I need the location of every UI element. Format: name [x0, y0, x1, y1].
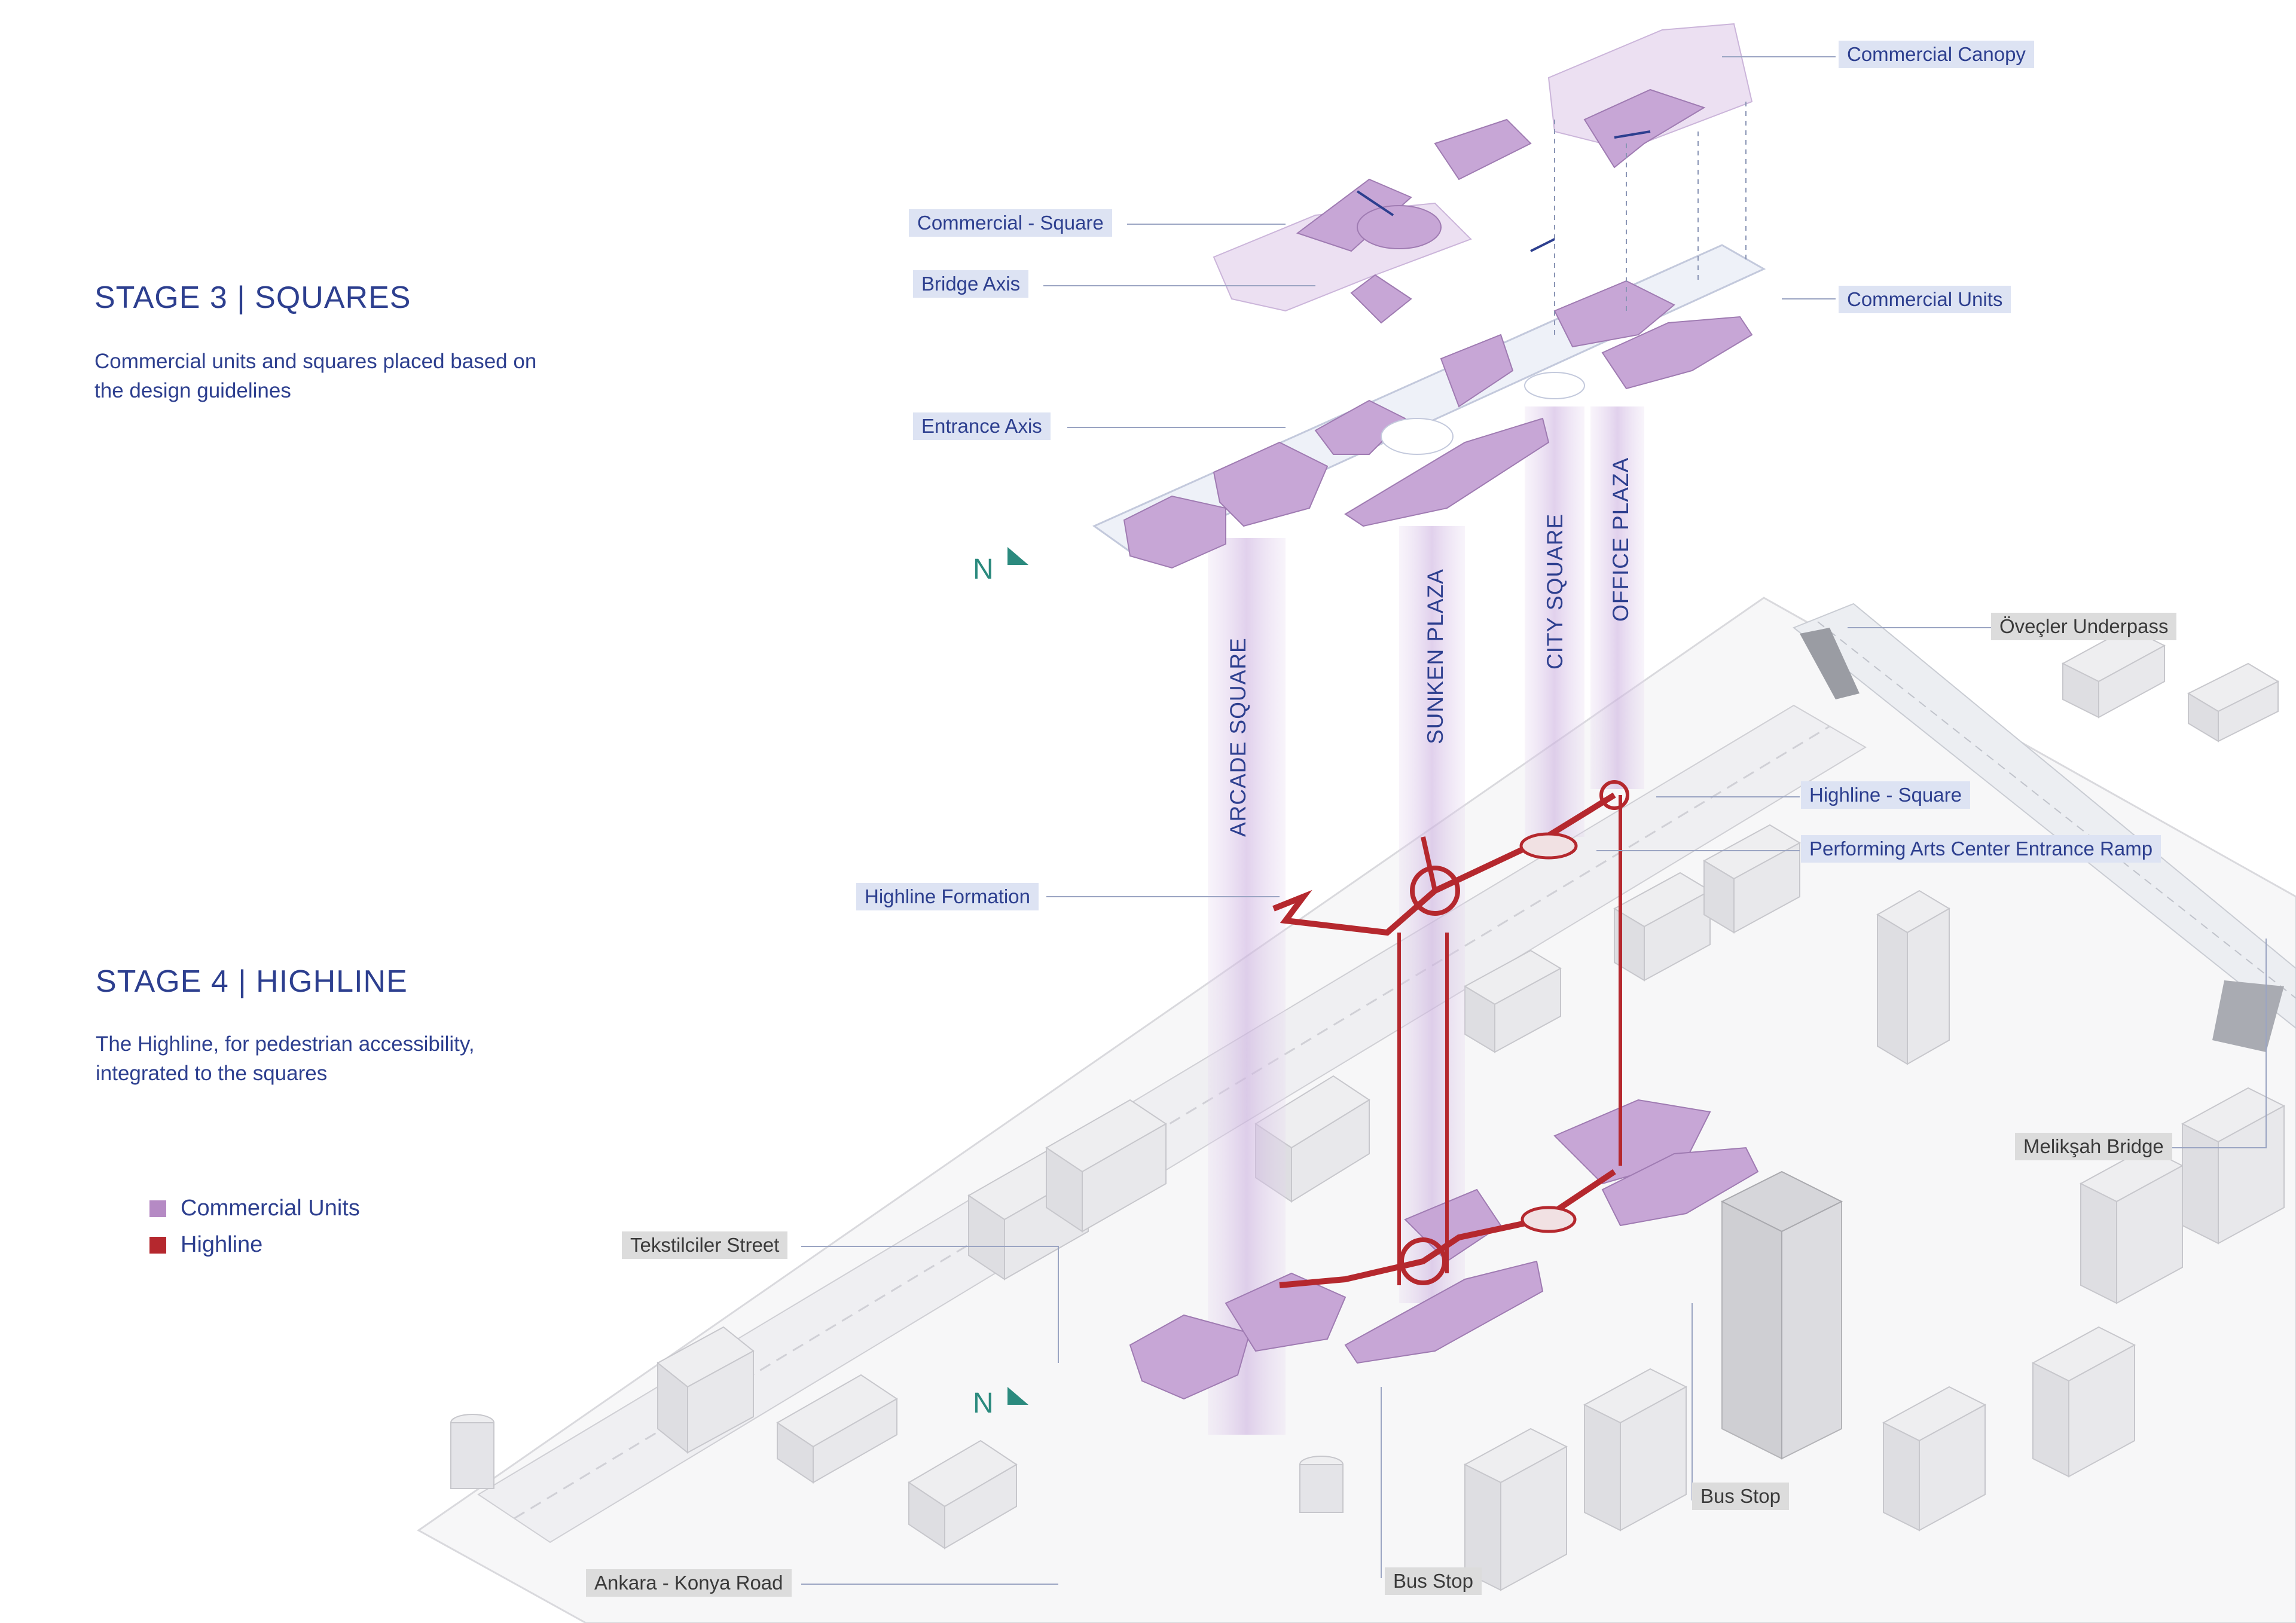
callout-performing-arts: Performing Arts Center Entrance Ramp [1801, 835, 2161, 863]
callout-highline-square: Highline - Square [1801, 781, 1970, 809]
glass-tower [1720, 1170, 1843, 1460]
callout-ankara-konya-road: Ankara - Konya Road [586, 1569, 792, 1597]
stage3-platform [1092, 244, 1766, 569]
legend: Commercial Units Highline [149, 1196, 360, 1269]
label-sunken-plaza: SUNKEN PLAZA [1423, 568, 1448, 744]
stage3-floating-forms [1213, 23, 1753, 335]
callout-tekstilciler-street: Tekstilciler Street [622, 1231, 788, 1259]
leader-lines [801, 56, 2267, 1585]
label-arcade-square: ARCADE SQUARE [1226, 637, 1250, 837]
legend-item-commercial-units: Commercial Units [149, 1196, 360, 1221]
north-label-upper: N [973, 554, 994, 585]
stage4-description: The Highline, for pedestrian accessibili… [96, 1032, 475, 1085]
city-buildings [450, 626, 2286, 1591]
callout-commercial-square: Commercial - Square [909, 209, 1112, 237]
highline [1272, 780, 1629, 1288]
stage3-title: STAGE 3 | SQUARES [94, 280, 411, 315]
callout-oveçler-underpass: Öveçler Underpass [1991, 613, 2177, 640]
callout-entrance-axis: Entrance Axis [913, 412, 1051, 440]
callout-bus-stop-left: Bus Stop [1385, 1567, 1482, 1595]
stage3-description: Commercial units and squares placed base… [94, 350, 537, 402]
callout-commercial-units: Commercial Units [1839, 286, 2011, 313]
commercial-units-swatch [149, 1200, 166, 1217]
label-office-plaza: OFFICE PLAZA [1608, 457, 1633, 622]
north-arrow-shapes [1007, 547, 1028, 1405]
label-city-square: CITY SQUARE [1543, 513, 1567, 670]
callout-bus-stop-right: Bus Stop [1692, 1483, 1789, 1510]
stage4-title: STAGE 4 | HIGHLINE [96, 964, 408, 999]
legend-label: Highline [181, 1232, 263, 1257]
legend-label: Commercial Units [181, 1196, 360, 1221]
callout-commercial-canopy: Commercial Canopy [1839, 41, 2034, 68]
callout-bridge-axis: Bridge Axis [913, 270, 1029, 298]
highline-swatch [149, 1236, 166, 1254]
legend-item-highline: Highline [149, 1232, 360, 1258]
callout-highline-formation: Highline Formation [856, 883, 1039, 910]
north-label-lower: N [973, 1387, 994, 1419]
callout-meliksah-bridge: Melikşah Bridge [2015, 1133, 2172, 1160]
stage4-commercial-units [1129, 1099, 1759, 1400]
